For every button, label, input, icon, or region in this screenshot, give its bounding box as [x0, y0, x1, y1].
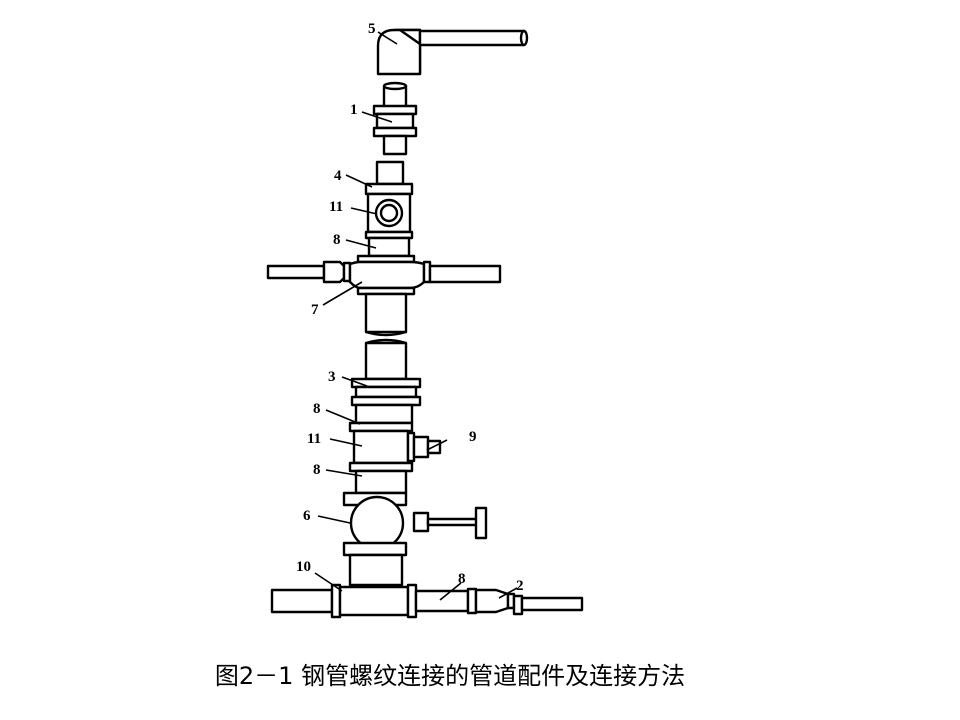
label-9: 9: [469, 429, 477, 445]
short-pipe-upper: [382, 81, 408, 110]
bottom-tee: [270, 583, 478, 619]
label-8-c: 8: [313, 462, 321, 478]
label-8-d: 8: [458, 571, 466, 587]
elbow-fitting: [376, 28, 529, 76]
tee-with-plug: [348, 403, 442, 495]
callout-labels: 5 1 4 11 8 7 3 8 11 8 9 6 10 8 2: [296, 21, 524, 594]
pipe-segment-4: [375, 160, 405, 186]
long-pipe-lower: [364, 338, 408, 381]
label-3: 3: [328, 369, 336, 385]
label-4: 4: [334, 168, 342, 184]
label-11-lower: 11: [307, 431, 321, 447]
label-2: 2: [516, 578, 524, 594]
leader-lines: [314, 31, 518, 601]
label-8-a: 8: [333, 232, 341, 248]
label-7: 7: [311, 302, 319, 318]
label-6: 6: [303, 508, 311, 524]
long-pipe-upper: [364, 292, 408, 337]
straight-coupling: [372, 104, 418, 156]
reducer: [474, 588, 584, 616]
label-1: 1: [350, 102, 358, 118]
cross-fitting: [266, 254, 502, 296]
label-8-b: 8: [313, 401, 321, 417]
label-10: 10: [296, 559, 311, 575]
gate-valve: [342, 491, 488, 587]
union-nut: [350, 377, 422, 407]
label-11-upper: 11: [329, 199, 343, 215]
label-5: 5: [368, 21, 376, 37]
figure-caption: 图2－1 钢管螺纹连接的管道配件及连接方法: [214, 662, 686, 690]
